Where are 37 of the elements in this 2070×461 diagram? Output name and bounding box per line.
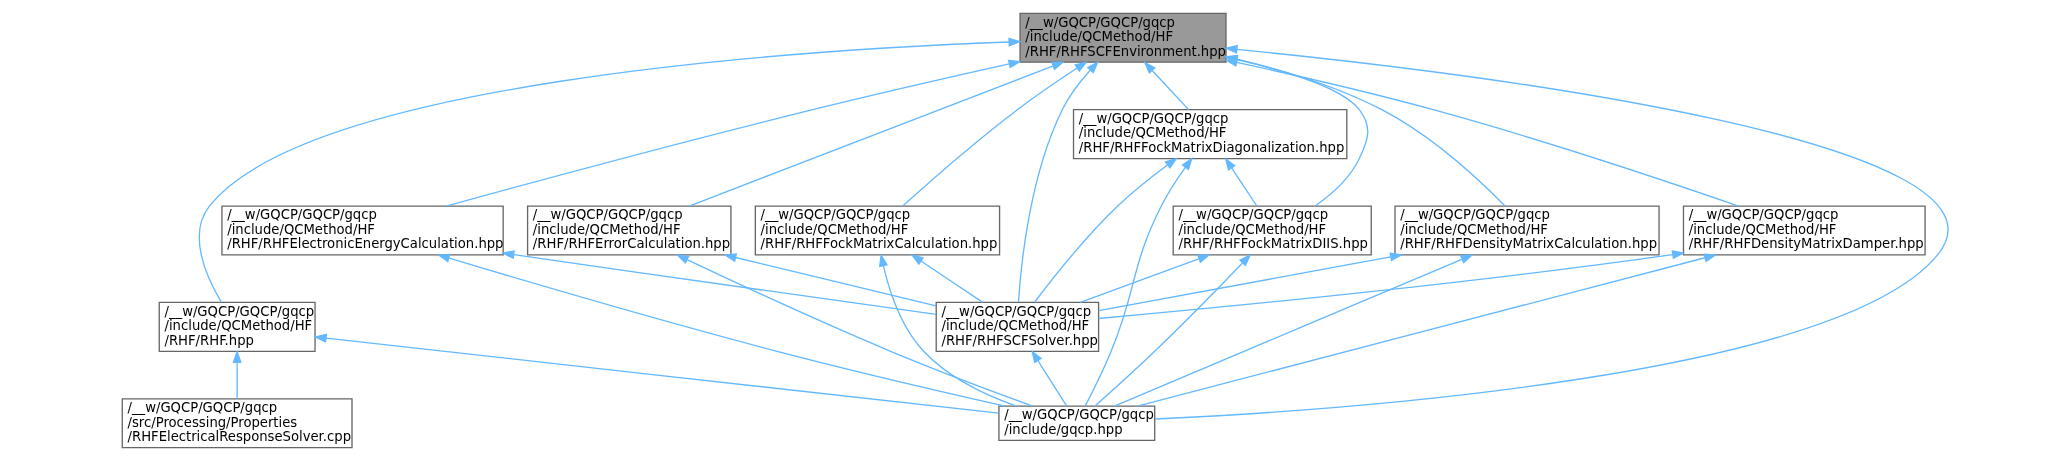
node-box: /__w/GQCP/GQCP/gqcp /include/QCMethod/HF /RHF/RHFDensityMatrixDamper.hpp bbox=[1682, 205, 1926, 256]
node-box: /__w/GQCP/GQCP/gqcp /include/QCMethod/HF /RHF/RHFSCFSolver.hpp bbox=[935, 301, 1099, 352]
arrow bbox=[878, 253, 1017, 407]
arrow bbox=[722, 253, 937, 307]
arrow bbox=[1143, 61, 1189, 111]
arrow bbox=[901, 61, 1088, 207]
arrow bbox=[444, 59, 1022, 207]
arrow bbox=[1224, 157, 1258, 207]
arrow bbox=[1097, 252, 1403, 312]
node-box: /__w/GQCP/GQCP/gqcp /include/QCMethod/HF /RHF/RHFErrorCalculation.hpp bbox=[526, 205, 732, 256]
arrow bbox=[1153, 44, 1949, 420]
arrow bbox=[1097, 250, 1685, 320]
node-box: /__w/GQCP/GQCP/gqcp /include/QCMethod/HF /RHF/RHFFockMatrixCalculation.hpp bbox=[754, 205, 1000, 256]
arrow bbox=[500, 250, 937, 316]
arrow bbox=[436, 253, 1006, 407]
arrow bbox=[1033, 157, 1178, 303]
arrow bbox=[198, 37, 1022, 304]
arrow bbox=[1017, 60, 1099, 303]
node-box: /__w/GQCP/GQCP/gqcp /include/QCMethod/HF /RHF/RHFFockMatrixDiagonalization.hpp bbox=[1072, 109, 1347, 160]
arrow bbox=[1136, 253, 1717, 407]
node-box: /__w/GQCP/GQCP/gqcp /include/QCMethod/HF /RHF/RHFDensityMatrixCalculation.hpp bbox=[1393, 205, 1660, 256]
arrow bbox=[313, 333, 999, 414]
arrow bbox=[232, 349, 242, 400]
arrow bbox=[1079, 254, 1211, 304]
node-box: /__w/GQCP/GQCP/gqcp /src/Processing/Properties /RHFElectricalResponseSolver.cpp bbox=[121, 398, 353, 449]
node-box: /__w/GQCP/GQCP/gqcp /include/QCMethod/HF /RHF/RHFFockMatrixDIIS.hpp bbox=[1172, 205, 1372, 256]
arrow bbox=[675, 254, 1033, 407]
arrow bbox=[1113, 254, 1474, 407]
arrow bbox=[688, 61, 1065, 207]
arrow bbox=[909, 253, 983, 304]
node-box: /__w/GQCP/GQCP/gqcp /include/QCMethod/HF /RHF/RHFSCFEnvironment.hpp bbox=[1018, 12, 1227, 63]
arrow bbox=[1093, 253, 1251, 407]
node-box: /__w/GQCP/GQCP/gqcp /include/QCMethod/HF /RHF/RHFElectronicEnergyCalculation.hpp bbox=[220, 205, 504, 256]
arrow bbox=[1084, 157, 1193, 407]
arrow bbox=[1030, 349, 1067, 407]
node-box: /__w/GQCP/GQCP/gqcp /include/QCMethod/HF /RHF/RHF.hpp bbox=[158, 301, 316, 352]
node-box: /__w/GQCP/GQCP/gqcp /include/gqcp.hpp bbox=[997, 405, 1155, 442]
